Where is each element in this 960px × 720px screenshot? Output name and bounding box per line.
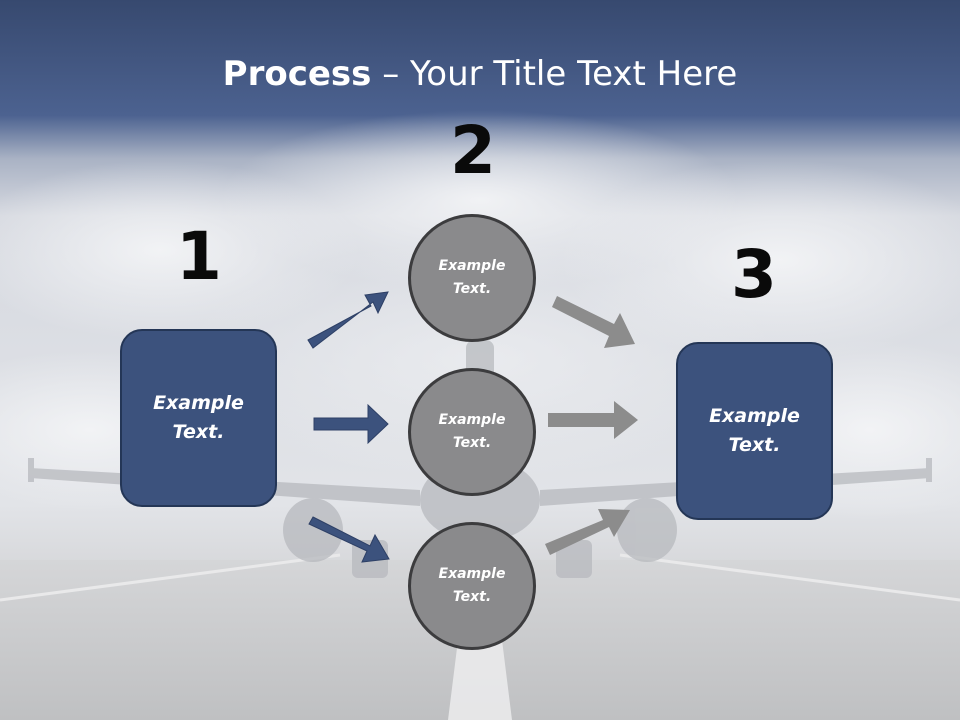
- circle-top: Example Text.: [408, 214, 536, 342]
- arrow-gray-down: [552, 296, 635, 348]
- step-number-2: 2: [450, 112, 496, 189]
- title-bold: Process: [222, 54, 372, 94]
- slide-title: Process – Your Title Text Here: [0, 52, 960, 96]
- step-number-1: 1: [176, 218, 222, 295]
- title-separator: –: [371, 54, 411, 94]
- arrow-blue-right: [313, 403, 389, 445]
- circle-middle: Example Text.: [408, 368, 536, 496]
- title-text: Your Title Text Here: [410, 54, 738, 94]
- step-number-3: 3: [731, 236, 777, 313]
- right-box: Example Text.: [676, 342, 833, 520]
- left-box: Example Text.: [120, 329, 277, 507]
- right-box-text: Example Text.: [709, 405, 800, 456]
- arrow-gray-up: [545, 509, 630, 555]
- circle-middle-text: Example Text.: [438, 412, 506, 451]
- circle-top-text: Example Text.: [438, 258, 506, 297]
- left-box-text: Example Text.: [153, 392, 244, 443]
- arrow-gray-right: [548, 401, 638, 439]
- arrow-blue-up: [307, 291, 389, 349]
- arrow-blue-down: [308, 516, 390, 563]
- circle-bottom-text: Example Text.: [438, 566, 506, 605]
- circle-bottom: Example Text.: [408, 522, 536, 650]
